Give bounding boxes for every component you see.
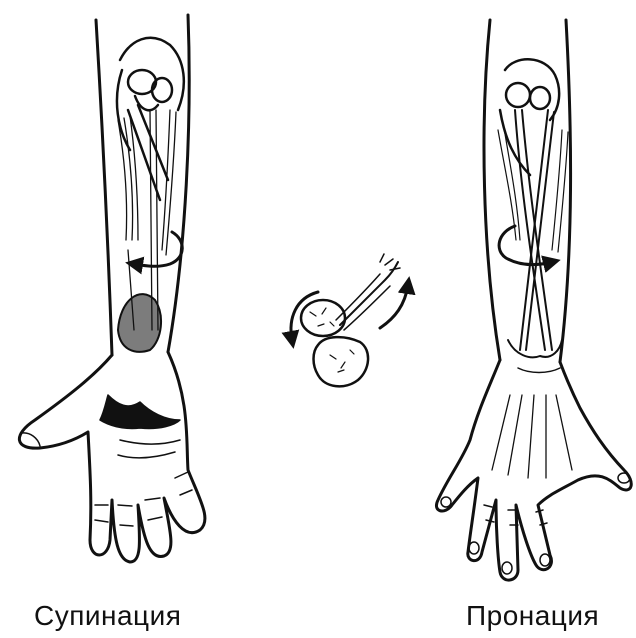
radioulnar-rotation-diagram [291, 254, 408, 386]
forearm-outline-left [96, 20, 112, 355]
curved-arrow-icon [134, 232, 182, 266]
palm-shading-left [100, 395, 180, 428]
crossed-bones-right [515, 110, 554, 350]
supination-label: Супинация [34, 600, 181, 632]
supination-arm [19, 15, 205, 562]
pronation-label: Пронация [466, 600, 599, 632]
forearm-outline-right [484, 20, 500, 360]
pronation-arm [436, 20, 631, 580]
tendon-bundle [340, 262, 398, 325]
hand-outline-right [436, 360, 631, 580]
lower-muscle-left [118, 294, 161, 352]
curved-arrow-icon [499, 226, 552, 265]
ulna-cross-section [314, 337, 369, 386]
hand-outline-left [19, 352, 205, 562]
dorsal-tendons [492, 395, 572, 478]
